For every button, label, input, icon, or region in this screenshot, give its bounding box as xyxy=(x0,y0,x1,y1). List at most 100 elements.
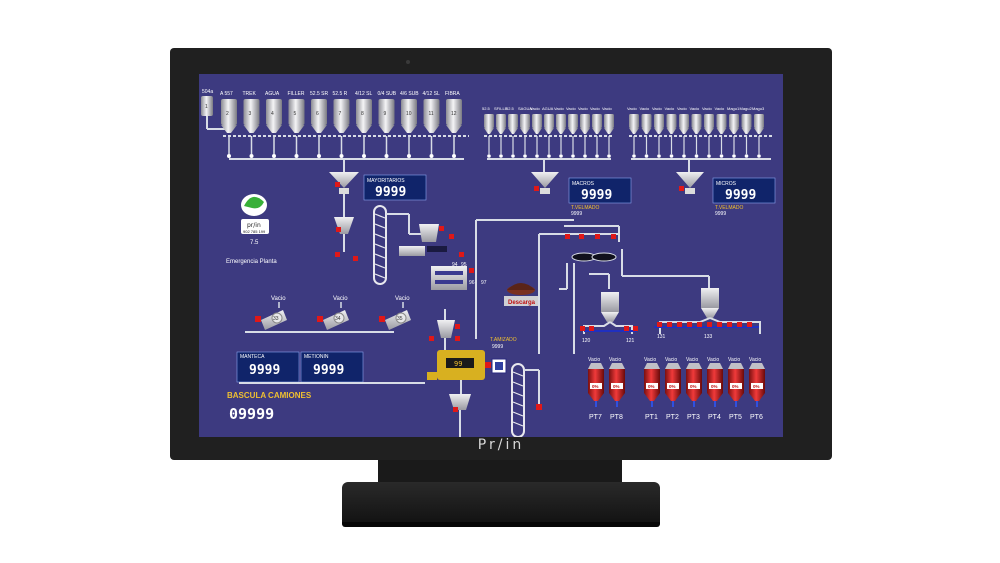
silo-label: 4/12 SL xyxy=(423,91,440,97)
silo-label: Vacio xyxy=(715,106,725,111)
mixer-label: Vacio xyxy=(395,296,410,302)
silo-tank[interactable]: Magu2 xyxy=(740,106,753,158)
macros-hopper[interactable] xyxy=(531,172,559,188)
bucket-elevator-2[interactable] xyxy=(511,363,525,437)
bucket-elevator-1[interactable] xyxy=(373,205,387,285)
silo-label: SAGUA xyxy=(518,106,532,111)
micros-hopper[interactable] xyxy=(676,172,704,188)
weigher-metionin[interactable]: METIONIN 9999 xyxy=(300,351,364,383)
silo-tank[interactable]: Vacio xyxy=(715,106,727,158)
valve-indicator[interactable] xyxy=(697,322,702,327)
silo-number: 11 xyxy=(429,111,434,117)
truck-scale-value[interactable]: 09999 xyxy=(229,405,274,423)
silo-number: 12 xyxy=(451,111,457,117)
mill-feed-hopper[interactable] xyxy=(437,320,455,338)
weigher-mayoritarios[interactable]: MAYORITARIOS 9999 xyxy=(363,174,427,201)
silo-tank[interactable]: AGUA xyxy=(542,106,554,158)
silo-tank[interactable]: Vacio xyxy=(602,106,614,158)
silo-tank[interactable]: Vacio xyxy=(590,106,602,158)
distributor-2[interactable] xyxy=(591,252,617,262)
silo-tank[interactable]: Vacio xyxy=(578,106,590,158)
silo-tank[interactable]: Magu1 xyxy=(727,106,740,158)
silo-tank[interactable]: 52.5 xyxy=(482,106,494,158)
valve-indicator[interactable] xyxy=(727,322,732,327)
emergency-label[interactable]: Emergencia Planta xyxy=(226,259,277,265)
weigher-value: 9999 xyxy=(581,188,612,203)
pellet-press[interactable] xyxy=(399,246,425,256)
discharge-button[interactable]: Descarga xyxy=(504,283,538,306)
weigher-value: 9999 xyxy=(249,363,280,378)
weigher-micros[interactable]: MICROS 9999 T.VELMADO 9999 xyxy=(712,177,776,217)
silo-tank[interactable]: Vacio xyxy=(640,106,652,158)
valve-indicator[interactable] xyxy=(687,322,692,327)
silo-tank[interactable]: 52.5 R7 xyxy=(333,91,350,158)
weigher-macros[interactable]: MACROS 9999 T.VELMADO 9999 xyxy=(568,177,632,217)
silo-tank[interactable]: Vacio xyxy=(554,106,566,158)
silo-tank[interactable]: Vacio xyxy=(702,106,714,158)
silo-tank[interactable]: Vacio xyxy=(627,106,639,158)
valve-indicator[interactable] xyxy=(633,326,638,331)
valve-indicator[interactable] xyxy=(747,322,752,327)
mayoritarios-hopper[interactable] xyxy=(329,172,359,188)
product-silo-label: Vacio xyxy=(728,357,740,363)
silo-label: Magu1 xyxy=(727,106,740,111)
alarm-indicator xyxy=(335,182,340,187)
cooler-unit[interactable] xyxy=(431,266,467,290)
silo-label: 52.5 SR xyxy=(310,91,328,97)
weigher-manteca[interactable]: MANTECA 9999 xyxy=(236,351,300,383)
product-silo-label: Vacio xyxy=(588,357,600,363)
silo-tank[interactable]: Magu3 xyxy=(752,106,765,158)
silo-label: Vacio xyxy=(530,106,540,111)
silo-tank[interactable]: 52.5 SR6 xyxy=(310,91,328,158)
valve-indicator[interactable] xyxy=(580,326,585,331)
valve-indicator[interactable] xyxy=(707,322,712,327)
pellet-hopper[interactable] xyxy=(419,224,439,242)
valve-indicator[interactable] xyxy=(589,326,594,331)
valve-indicator[interactable] xyxy=(737,322,742,327)
valve-indicator[interactable] xyxy=(657,322,662,327)
post-mill-hopper[interactable] xyxy=(449,394,471,410)
silo-tank[interactable]: Vacio xyxy=(530,106,542,158)
tamizado-value: 9999 xyxy=(492,344,503,350)
weigher-title: METIONIN xyxy=(304,354,329,360)
silo-tank[interactable]: Vacio xyxy=(566,106,578,158)
corner-silo[interactable] xyxy=(201,96,213,116)
silo-tank[interactable]: Vacio xyxy=(665,106,677,158)
valve-indicator[interactable] xyxy=(624,326,629,331)
valve-indicator[interactable] xyxy=(717,322,722,327)
silo-tank[interactable]: Vacio xyxy=(690,106,702,158)
monitor-brand-logo: Pr/in xyxy=(477,437,525,453)
silo-tank[interactable]: SAGUA xyxy=(518,106,532,158)
silo-tank[interactable]: Vacio xyxy=(652,106,664,158)
silo-tank[interactable]: 4/12 SL 11 xyxy=(423,91,440,158)
silo-tank[interactable]: 4/12 SL8 xyxy=(355,91,372,158)
product-hopper-b[interactable] xyxy=(701,288,719,308)
silo-tank[interactable]: SFILLE xyxy=(494,106,508,158)
silo-label: Vacio xyxy=(554,106,564,111)
valve-indicator[interactable] xyxy=(667,322,672,327)
silo-tank[interactable]: 52.5 xyxy=(506,106,518,158)
silo-tank[interactable]: Vacio xyxy=(677,106,689,158)
product-hopper-a[interactable] xyxy=(601,292,619,312)
valve-indicator[interactable] xyxy=(677,322,682,327)
